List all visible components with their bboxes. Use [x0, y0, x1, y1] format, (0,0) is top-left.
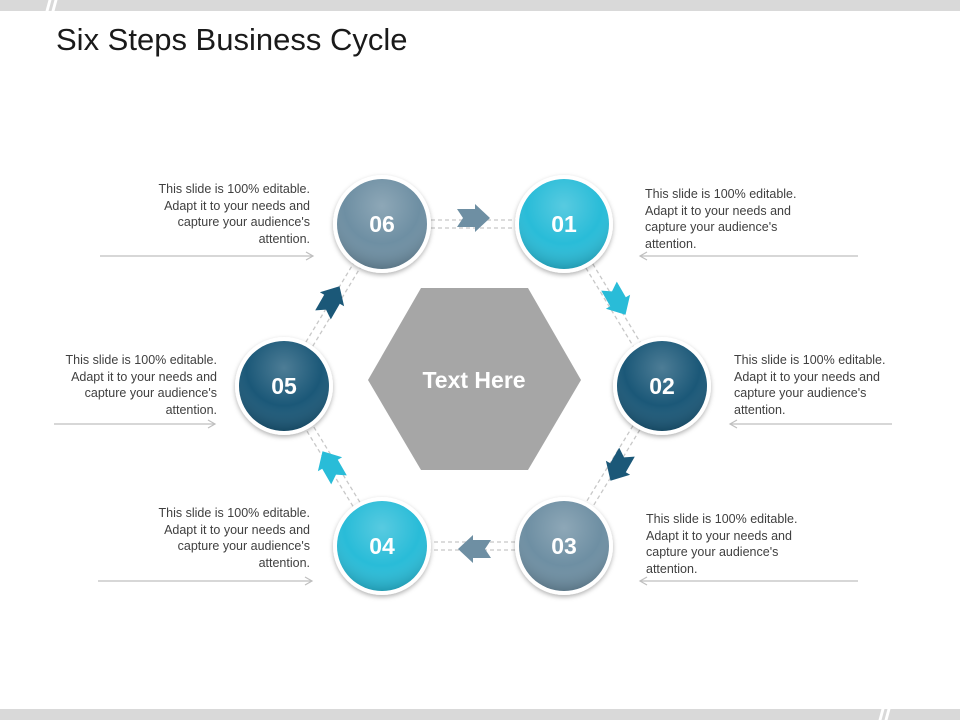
- bottom-bar: [0, 709, 960, 720]
- cycle-arrow: [315, 286, 345, 320]
- step-circles: 01 02 03 04 05 06: [235, 175, 711, 595]
- step-06-description: This slide is 100% editable. Adapt it to…: [158, 182, 310, 246]
- step-circle-shade: [617, 341, 707, 431]
- step-number-01: 01: [551, 211, 577, 237]
- bottom-bar-slash: [878, 709, 885, 720]
- step-circle-shade: [337, 501, 427, 591]
- step-01-description: This slide is 100% editable. Adapt it to…: [645, 187, 797, 251]
- slide-title: Six Steps Business Cycle: [56, 22, 408, 57]
- pointer-lines: [54, 251, 892, 586]
- cycle-arrow: [601, 281, 631, 315]
- pointer-arrowhead: [638, 251, 648, 261]
- cycle-arrow: [605, 447, 635, 481]
- cycle-arrow: [457, 204, 490, 232]
- step-04-description: This slide is 100% editable. Adapt it to…: [158, 506, 310, 570]
- step-circle-shade: [337, 179, 427, 269]
- step-number-02: 02: [649, 373, 675, 399]
- step-number-04: 04: [369, 533, 395, 559]
- center-hexagon: [368, 288, 581, 470]
- step-circle-shade: [519, 179, 609, 269]
- step-circle-shade: [519, 501, 609, 591]
- step-03-description: This slide is 100% editable. Adapt it to…: [646, 512, 798, 576]
- step-circle-shade: [239, 341, 329, 431]
- pointer-arrowhead: [728, 419, 738, 429]
- pointer-arrowhead: [304, 576, 314, 586]
- cycle-arrow: [458, 535, 491, 563]
- step-02-description: This slide is 100% editable. Adapt it to…: [734, 353, 886, 417]
- step-number-06: 06: [369, 211, 395, 237]
- step-number-03: 03: [551, 533, 577, 559]
- step-05-description: This slide is 100% editable. Adapt it to…: [65, 353, 217, 417]
- cycle-arrow: [317, 451, 347, 485]
- center-label: Text Here: [422, 367, 525, 393]
- top-bar: [0, 0, 960, 11]
- step-number-05: 05: [271, 373, 297, 399]
- pointer-arrowhead: [207, 419, 217, 429]
- cycle-arrows: [315, 204, 635, 563]
- bottom-bar-slash: [884, 709, 891, 720]
- pointer-arrowhead: [305, 251, 315, 261]
- pointer-arrowhead: [638, 576, 648, 586]
